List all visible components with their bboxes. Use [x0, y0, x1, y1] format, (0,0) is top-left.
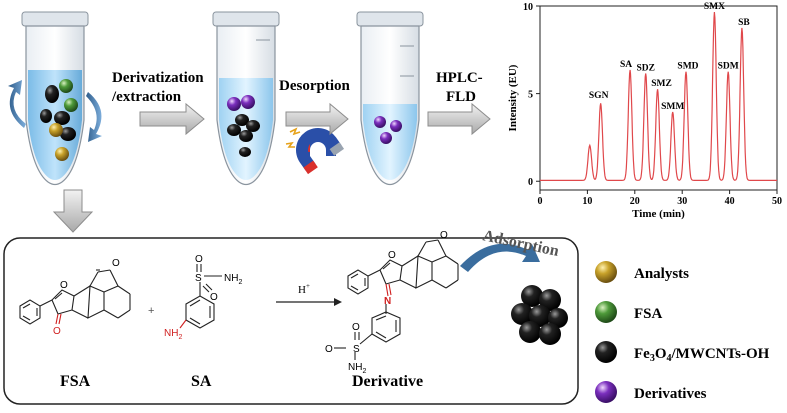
legend-analysts-marker [595, 261, 617, 283]
peak-label: SDZ [636, 63, 654, 73]
y-tick-label: 0 [528, 177, 533, 188]
y-axis-label: Intensity (EU) [507, 64, 519, 131]
x-tick-label: 10 [582, 196, 592, 207]
y-tick-label: 10 [523, 2, 533, 13]
reaction-condition-h-plus: H+ [298, 282, 310, 296]
legend-nanoparticle-marker [595, 341, 617, 363]
x-tick-label: 20 [630, 196, 640, 207]
fsa-carbonyl-oxygen: O [53, 326, 61, 337]
peak-label: SMX [704, 2, 725, 12]
step-hplc-label: HPLC- [436, 70, 483, 86]
vortex-arrows-icon [8, 80, 102, 142]
step-extraction-label: /extraction [111, 89, 182, 105]
derivative-structure [334, 239, 459, 360]
derivative-indanone-oxygen: O [440, 230, 448, 241]
sa-oxygen-top: O [195, 254, 203, 265]
x-tick-label: 40 [725, 196, 735, 207]
green-sphere [64, 98, 78, 112]
legend-analysts-label: Analysts [634, 266, 689, 282]
tube-adsorption [212, 11, 280, 186]
arrow-derivatization [139, 102, 205, 136]
legend-derivatives-label: Derivatives [634, 386, 707, 402]
tube-extraction [21, 11, 89, 186]
derivative-label: Derivative [352, 373, 423, 390]
gold-sphere [55, 147, 69, 161]
sa-nh2-right: NH2 [224, 273, 242, 286]
magnet-icon [285, 127, 345, 175]
sa-nh2-left: NH2 [164, 328, 182, 341]
derivative-nh2: NH2 [348, 362, 366, 375]
reaction-panel [3, 237, 579, 405]
chromatogram-trace [540, 12, 777, 181]
derivative-sulfur: S [353, 344, 360, 355]
green-sphere [59, 79, 73, 93]
fsa-structure [19, 269, 131, 325]
gold-sphere [49, 123, 63, 137]
plot-frame [539, 5, 778, 191]
legend-nanoparticle-label: Fe3O4/MWCNTs-OH [634, 346, 770, 364]
legend-fsa-label: FSA [634, 306, 663, 322]
peak-label: SGN [589, 91, 609, 101]
magnetic-nanoparticle-cluster [511, 285, 568, 345]
peak-label: SMZ [651, 79, 672, 89]
derivative-imine-nitrogen: N [384, 296, 391, 307]
derivative-oxygen-left: O [325, 344, 333, 355]
step-derivatization-label: Derivatization [112, 70, 204, 86]
adsorption-arrow [460, 243, 540, 272]
step-fld-label: FLD [446, 89, 476, 105]
arrow-down [52, 189, 94, 233]
step-desorption-label: Desorption [279, 78, 350, 94]
x-axis-label: Time (min) [632, 208, 685, 220]
derivative-ring-oxygen: O [388, 250, 396, 261]
derivative-oxygen-top: O [352, 322, 360, 333]
fsa-indanone-oxygen: O [112, 258, 120, 269]
legend-fsa-marker [595, 301, 617, 323]
peak-label: SA [620, 60, 632, 70]
legend-derivatives-marker [595, 381, 617, 403]
x-tick-label: 50 [772, 196, 782, 207]
sa-oxygen-bottom: O [210, 292, 218, 303]
peak-label: SDM [718, 62, 739, 72]
y-tick-label: 5 [528, 90, 533, 101]
arrow-hplc [427, 102, 491, 136]
peak-label: SMM [661, 102, 684, 112]
x-tick-label: 0 [538, 196, 543, 207]
reaction-arrow [276, 298, 342, 306]
peak-label: SMD [677, 62, 698, 72]
tube-desorption [356, 11, 424, 186]
x-tick-label: 30 [677, 196, 687, 207]
sa-label: SA [191, 373, 212, 390]
sa-sulfur: S [195, 273, 202, 284]
fsa-ring-oxygen: O [60, 280, 68, 291]
fsa-label: FSA [60, 373, 91, 390]
sa-structure [179, 264, 222, 329]
plus-sign: + [148, 305, 154, 317]
peak-label: SB [738, 18, 750, 28]
arrow-desorption [285, 102, 349, 136]
legend: Analysts FSA Fe3O4/MWCNTs-OH Derivatives [595, 261, 770, 403]
